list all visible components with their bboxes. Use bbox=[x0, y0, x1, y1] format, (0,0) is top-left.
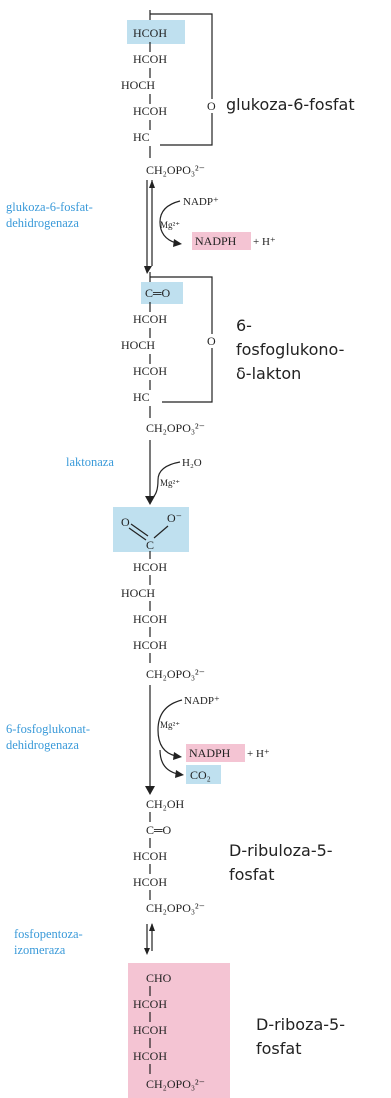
c2-label: C═O bbox=[146, 823, 172, 837]
c5-label: CH₂OPO₃²⁻ bbox=[146, 1077, 205, 1091]
c6-label: CH₂OPO₃²⁻ bbox=[146, 163, 205, 177]
c3-label: HOCH bbox=[121, 338, 155, 352]
c5-label: HCOH bbox=[133, 638, 167, 652]
c4-label: HCOH bbox=[133, 364, 167, 378]
c4-label: HCOH bbox=[133, 875, 167, 889]
product-highlight bbox=[128, 963, 230, 1098]
cofactor-curve-nadph bbox=[157, 699, 183, 757]
c2-label: HCOH bbox=[133, 997, 167, 1011]
compound-name-line1: 6- bbox=[236, 316, 252, 335]
glucose-6-phosphate: HCOH HCOH HOCH HCOH HC CH₂OPO₃²⁻ O gluko… bbox=[121, 10, 355, 177]
c3-label: HCOH bbox=[133, 849, 167, 863]
c1-label: CHO bbox=[146, 971, 172, 985]
c2-label: HCOH bbox=[133, 560, 167, 574]
carboxylate-highlight bbox=[113, 507, 189, 552]
enzyme-label-line2: dehidrogenaza bbox=[6, 738, 79, 752]
compound-name-line1: D-riboza-5- bbox=[256, 1015, 345, 1034]
co2-arrow-head bbox=[175, 770, 184, 778]
c6-label: CH₂OPO₃²⁻ bbox=[146, 667, 205, 681]
step-4-isomerase: fosfopentoza- izomeraza bbox=[14, 923, 155, 957]
nadph-label: NADPH bbox=[195, 234, 237, 248]
phosphoglucono-lactone: C═O HCOH HOCH HCOH HC CH₂OPO₃²⁻ O 6- fos… bbox=[121, 272, 344, 435]
nadph-label: NADPH bbox=[189, 746, 231, 760]
compound-name-line2: fosfat bbox=[229, 865, 274, 884]
mg-ion-label: Mg²⁺ bbox=[160, 720, 180, 730]
mg-ion-label: Mg²⁺ bbox=[160, 220, 180, 230]
compound-name-line2: fosfat bbox=[256, 1039, 301, 1058]
cofactor-curve bbox=[151, 461, 181, 499]
double-bond bbox=[128, 527, 147, 541]
co2-highlight bbox=[186, 765, 221, 784]
c6-label: CH₂OPO₃²⁻ bbox=[146, 421, 205, 435]
h-plus-label: + H⁺ bbox=[253, 236, 276, 248]
co2-label: CO₂ bbox=[190, 768, 211, 782]
c4-label: HCOH bbox=[133, 1049, 167, 1063]
compound-name-line1: D-ribuloza-5- bbox=[229, 841, 333, 860]
c4-label: HCOH bbox=[133, 104, 167, 118]
carboxyl-carbon: C bbox=[146, 538, 154, 552]
c1-label: HCOH bbox=[133, 26, 167, 40]
compound-name-line2: fosfoglukono- bbox=[236, 340, 344, 359]
single-bond bbox=[153, 525, 169, 539]
enzyme-label-line2: dehidrogenaza bbox=[6, 216, 79, 230]
nadph-highlight bbox=[186, 744, 245, 762]
carbonyl-highlight bbox=[141, 282, 183, 304]
arrow-head-down bbox=[144, 948, 150, 955]
arrow-head-down bbox=[144, 266, 152, 274]
anomeric-highlight bbox=[127, 20, 185, 44]
c1-label: C═O bbox=[145, 286, 171, 300]
c3-label: HCOH bbox=[133, 1023, 167, 1037]
mg-ion-label: Mg²⁺ bbox=[160, 478, 180, 488]
c2-label: HCOH bbox=[133, 52, 167, 66]
h-plus-label: + H⁺ bbox=[247, 748, 270, 760]
step-2-lactonase: laktonaza H₂O Mg²⁺ bbox=[66, 440, 202, 505]
compound-name-g6p: glukoza-6-fosfat bbox=[226, 95, 355, 114]
c3-label: HOCH bbox=[121, 78, 155, 92]
enzyme-label-line1: 6-fosfoglukonat- bbox=[6, 722, 90, 736]
ring-bond-bottom bbox=[162, 348, 213, 403]
enzyme-label-line2: izomeraza bbox=[14, 943, 66, 957]
cofactor-curve bbox=[159, 200, 181, 244]
nadph-highlight bbox=[192, 232, 251, 250]
water-label: H₂O bbox=[182, 457, 202, 469]
c5-label: HC bbox=[133, 130, 150, 144]
nadp-in-label: NADP⁺ bbox=[183, 196, 219, 208]
compound-name-line3: δ-lakton bbox=[236, 364, 301, 383]
cofactor-arrow-head bbox=[173, 752, 182, 760]
ring-bond-bottom bbox=[160, 113, 213, 146]
cofactor-arrow-head bbox=[173, 239, 182, 247]
ring-bond-top bbox=[150, 276, 213, 334]
c5-label: HC bbox=[133, 390, 150, 404]
phosphogluconate: O O⁻ C HCOH HOCH HCOH HCOH CH₂OPO₃²⁻ bbox=[113, 507, 205, 681]
ribulose-5-phosphate: CH₂OH C═O HCOH HCOH CH₂OPO₃²⁻ D-ribuloza… bbox=[133, 797, 333, 915]
ring-bond-top bbox=[150, 13, 213, 99]
c5-label: CH₂OPO₃²⁻ bbox=[146, 901, 205, 915]
c4-label: HCOH bbox=[133, 612, 167, 626]
enzyme-label: laktonaza bbox=[66, 455, 114, 469]
step-1-dehydrogenase: glukoza-6-fosfat- dehidrogenaza NADP⁺ Mg… bbox=[6, 180, 276, 274]
nadp-in-label: NADP⁺ bbox=[184, 695, 220, 707]
step-3-dehydrogenase: 6-fosfoglukonat- dehidrogenaza NADP⁺ Mg²… bbox=[6, 685, 270, 795]
c2-label: HCOH bbox=[133, 312, 167, 326]
ring-oxygen: O bbox=[207, 99, 216, 113]
carboxyl-oxygen: O bbox=[121, 515, 130, 529]
ribose-5-phosphate: CHO HCOH HCOH HCOH CH₂OPO₃²⁻ D-riboza-5-… bbox=[128, 963, 345, 1098]
arrow-head-up bbox=[149, 923, 155, 931]
enzyme-label-line1: fosfopentoza- bbox=[14, 927, 83, 941]
arrow-head-down bbox=[145, 786, 155, 795]
double-bond bbox=[130, 523, 149, 537]
cofactor-curve-co2 bbox=[159, 749, 179, 775]
c3-label: HOCH bbox=[121, 586, 155, 600]
c1-label: CH₂OH bbox=[146, 797, 185, 811]
enzyme-label-line1: glukoza-6-fosfat- bbox=[6, 200, 93, 214]
arrow-head-up bbox=[149, 180, 155, 188]
carboxylate-oxygen: O⁻ bbox=[167, 511, 182, 525]
ring-oxygen: O bbox=[207, 334, 216, 348]
